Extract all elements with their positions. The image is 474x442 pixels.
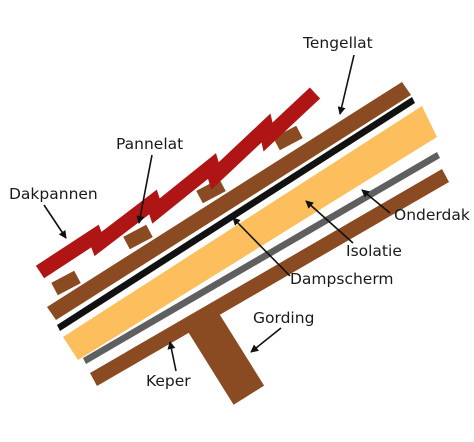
arrow-pannelat [136, 154, 153, 224]
isolatie [63, 106, 437, 360]
arrow-isolatie [305, 200, 354, 244]
labels: Tengellat Pannelat Dakpannen Onderdak Is… [9, 34, 470, 390]
leader-arrows [43, 54, 391, 372]
pannelat-3 [196, 178, 226, 204]
dakpannen [35, 87, 321, 279]
label-tengellat: Tengellat [302, 34, 373, 52]
dampscherm [57, 97, 415, 331]
onderdak [83, 152, 440, 364]
label-keper: Keper [146, 372, 191, 390]
label-dakpannen: Dakpannen [9, 185, 98, 203]
arrow-dakpannen [43, 204, 67, 239]
label-pannelat: Pannelat [116, 135, 183, 153]
label-onderdak: Onderdak [394, 206, 470, 224]
tengellat [47, 82, 411, 320]
arrow-keper [167, 341, 177, 372]
label-isolatie: Isolatie [346, 242, 402, 260]
pannelat-4 [273, 125, 303, 151]
pannelat-1 [51, 270, 81, 296]
arrow-gording [250, 327, 282, 353]
pannelatten [51, 125, 303, 296]
arrow-onderdak [361, 189, 391, 214]
arrow-tengellat [337, 54, 355, 115]
gording [185, 309, 265, 405]
keper [90, 169, 449, 386]
pannelat-2 [123, 224, 153, 250]
label-dampscherm: Dampscherm [290, 270, 394, 288]
label-gording: Gording [253, 309, 314, 327]
arrow-dampscherm [232, 217, 291, 277]
